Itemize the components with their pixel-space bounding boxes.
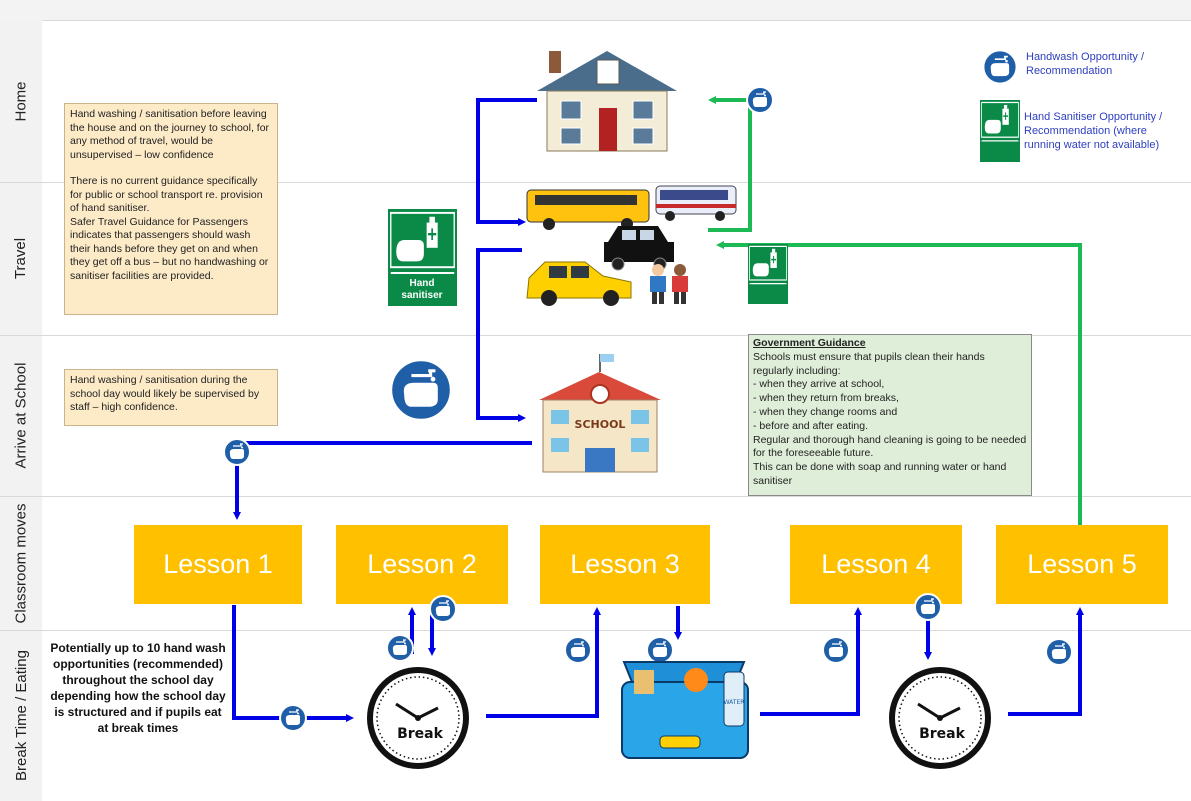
house-icon: [537, 51, 677, 152]
lane-arrive: Arrive at School: [0, 335, 42, 496]
lane-home: Home: [0, 20, 42, 182]
clock-1-break-label: Break: [397, 726, 444, 742]
sanitiser-sign-line2: sanitiser: [401, 290, 442, 301]
water-bottle-label: WATER: [724, 699, 745, 706]
lesson-5-box: Lesson 5: [996, 525, 1168, 604]
school-building-icon: SCHOOL: [539, 354, 661, 473]
legend-hand-sanitiser-icon: [979, 99, 1021, 163]
bus-icon: [655, 185, 737, 221]
legend-sanitiser-text: Hand Sanitiser Opportunity / Recommendat…: [1024, 111, 1163, 151]
lane-classroom-label: Classroom moves: [12, 502, 30, 624]
hand-sanitiser-sign-large: [386, 207, 459, 308]
handwash-summary-note: Potentially up to 10 hand wash opportuni…: [50, 641, 226, 735]
note-home-travel-p3: Safer Travel Guidance for Passengers ind…: [70, 215, 269, 282]
lane-divider: [0, 630, 1191, 631]
lesson-4-box: Lesson 4: [790, 525, 962, 604]
lesson-3-box: Lesson 3: [540, 525, 710, 604]
lane-break-label: Break Time / Eating: [12, 650, 30, 781]
hand-sanitiser-sign-small: [747, 243, 789, 305]
government-guidance-box: Government Guidance Schools must ensure …: [748, 334, 1032, 496]
legend-handwash-icon: [981, 48, 1019, 86]
lane-divider: [0, 496, 1191, 497]
car-icon: [526, 261, 632, 306]
arrive-confidence-note: Hand washing / sanitisation during the s…: [64, 369, 278, 426]
note-home-travel-p2: There is no current guidance specificall…: [70, 175, 263, 214]
taxi-icon: [604, 226, 674, 271]
clock-2-break-label: Break: [919, 726, 966, 742]
handwash-icon: [822, 636, 850, 664]
lane-home-label: Home: [12, 80, 30, 122]
clock-icon: [892, 670, 988, 766]
handwash-icon: [646, 636, 674, 664]
lane-divider: [0, 182, 1191, 183]
lane-arrive-label: Arrive at School: [12, 362, 30, 469]
school-bus-icon: [526, 189, 650, 230]
lunchbox-icon: WATER: [621, 661, 749, 759]
handwash-icon: [386, 634, 414, 662]
legend-handwash-text: Handwash Opportunity / Recommendation: [1026, 51, 1145, 77]
government-guidance-title: Government Guidance: [753, 337, 866, 349]
lane-divider: [0, 335, 1191, 336]
handwash-icon-large: [390, 359, 452, 421]
handwash-icon: [1045, 638, 1073, 666]
handwash-icon: [279, 704, 307, 732]
lane-sidebar: [0, 20, 42, 801]
sanitiser-sign-line1: Hand: [410, 278, 435, 289]
top-band: [0, 0, 1191, 21]
lane-travel-label: Travel: [12, 237, 30, 280]
lesson-1-box: Lesson 1: [134, 525, 302, 604]
handwash-icon: [223, 438, 251, 466]
note-home-travel-p1: Hand washing / sanitisation before leavi…: [70, 108, 270, 161]
lesson-2-box: Lesson 2: [336, 525, 508, 604]
children-icon: [650, 264, 688, 304]
travel-confidence-note: Hand washing / sanitisation before leavi…: [64, 103, 278, 315]
note-arrive: Hand washing / sanitisation during the s…: [70, 374, 260, 413]
lane-classroom: Classroom moves: [0, 496, 42, 630]
lane-break: Break Time / Eating: [0, 630, 42, 801]
handwash-icon: [564, 636, 592, 664]
school-sign-text: SCHOOL: [575, 418, 626, 431]
lane-travel: Travel: [0, 182, 42, 335]
clock-icon: [370, 670, 466, 766]
government-guidance-body: Schools must ensure that pupils clean th…: [753, 350, 1027, 487]
handwash-icon: [746, 86, 774, 114]
